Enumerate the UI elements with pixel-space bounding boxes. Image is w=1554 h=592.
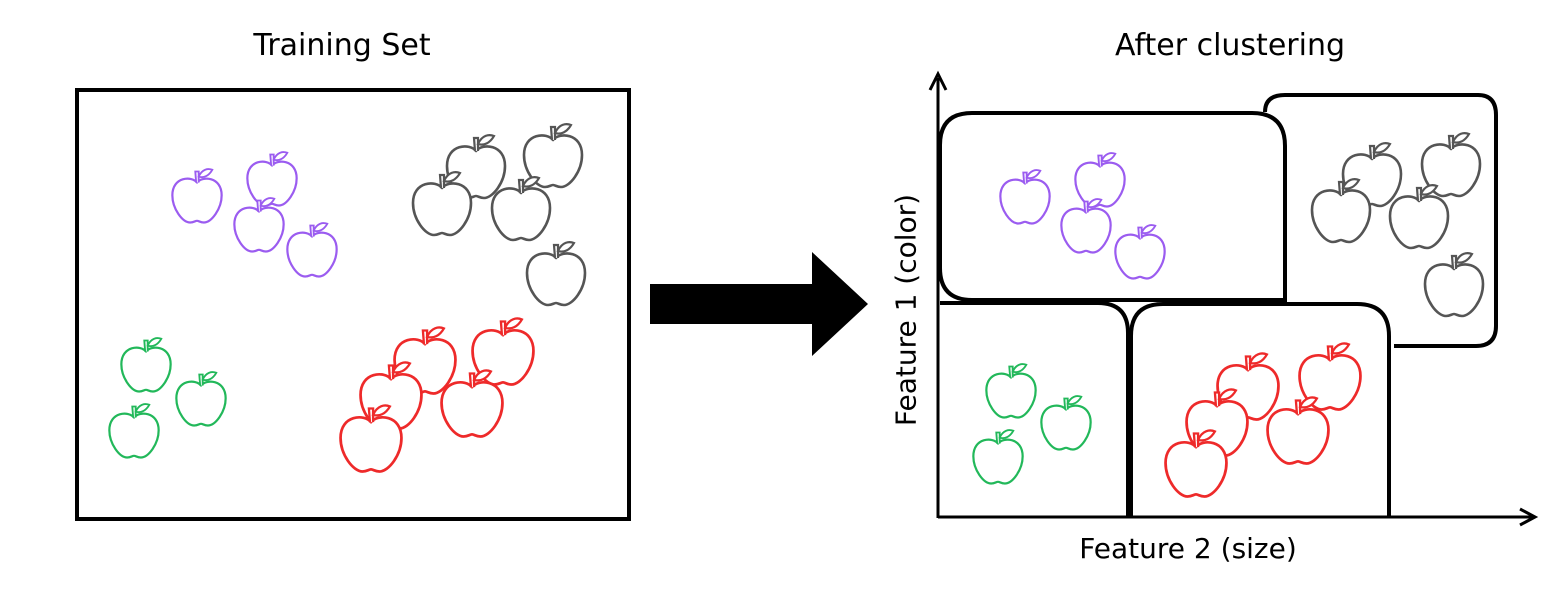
- apple-icon: [1423, 252, 1485, 318]
- cluster-region-red: [1129, 302, 1391, 517]
- x-axis-label: Feature 2 (size): [1079, 532, 1297, 565]
- apple-icon: [411, 171, 473, 237]
- apple-icon: [1114, 224, 1166, 280]
- apple-icon: [171, 168, 223, 224]
- apple-icon: [1040, 395, 1092, 451]
- apple-icon: [246, 151, 298, 207]
- x-axis: [938, 507, 1539, 527]
- cluster-region-purple: [938, 111, 1287, 302]
- apple-icon: [233, 197, 285, 253]
- apple-icon: [525, 241, 587, 307]
- y-axis: [928, 70, 948, 518]
- apple-icon: [1164, 429, 1228, 498]
- cluster-region-green: [940, 301, 1130, 517]
- training-set-frame: [75, 88, 631, 521]
- apple-icon: [286, 222, 338, 278]
- apple-icon: [1060, 198, 1112, 254]
- after-clustering-title: After clustering: [1115, 28, 1345, 63]
- apple-icon: [108, 403, 160, 459]
- apple-icon: [1266, 396, 1330, 465]
- training-set-title: Training Set: [253, 28, 431, 63]
- apple-icon: [1420, 132, 1482, 198]
- apple-icon: [339, 404, 403, 473]
- arrow-right-icon: [650, 252, 868, 356]
- apple-icon: [985, 363, 1037, 419]
- apple-icon: [120, 337, 172, 393]
- apple-icon: [175, 371, 227, 427]
- apple-icon: [972, 429, 1024, 485]
- apples-layer: [108, 123, 1485, 498]
- apple-icon: [999, 169, 1051, 225]
- apple-icon: [1310, 178, 1372, 244]
- cluster-region-gray: [1263, 93, 1498, 348]
- apple-icon: [522, 123, 584, 189]
- apple-icon: [1298, 342, 1362, 411]
- apple-icon: [490, 176, 552, 242]
- apple-icon: [440, 369, 504, 438]
- apple-icon: [1074, 152, 1126, 208]
- apple-icon: [1388, 184, 1450, 250]
